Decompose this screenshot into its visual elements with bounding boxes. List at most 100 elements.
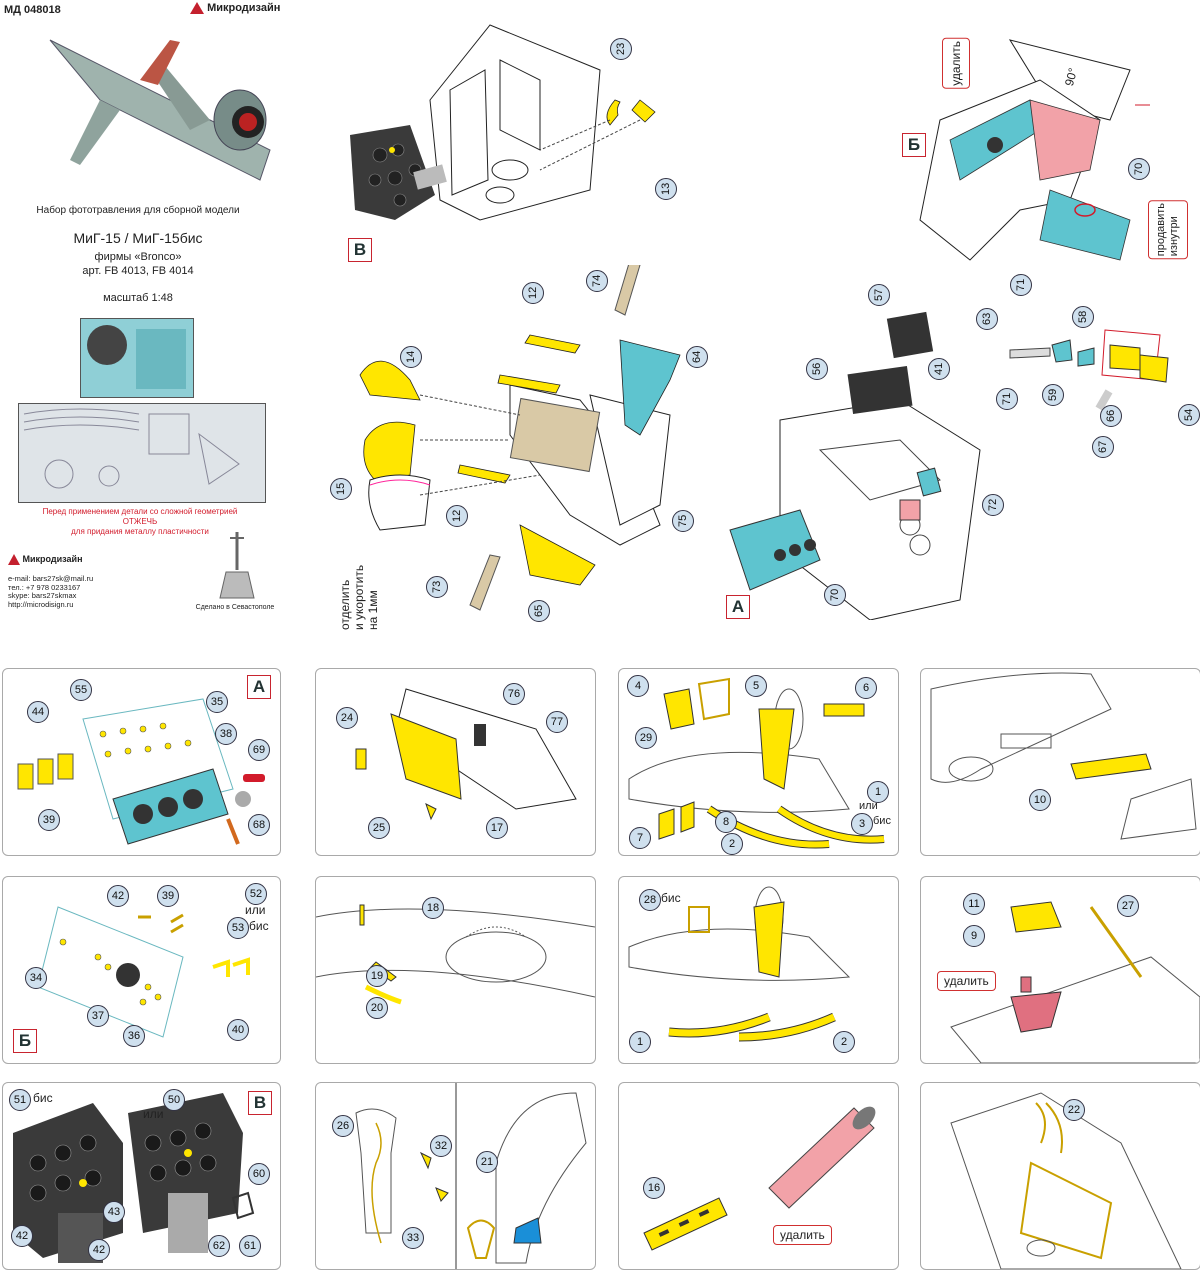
or-label-p3: или bbox=[859, 800, 878, 812]
part-67-badge: 67 bbox=[1092, 436, 1114, 458]
panel-5-instrument-b: 42 39 52 или 53 бис 34 37 36 40 Б bbox=[2, 876, 281, 1064]
part-70-badge-top: 70 bbox=[1128, 158, 1150, 180]
part-27-badge: 27 bbox=[1117, 895, 1139, 917]
part-34-badge: 34 bbox=[25, 967, 47, 989]
remove-note-p11: удалить bbox=[773, 1225, 832, 1245]
part-24-badge: 24 bbox=[336, 707, 358, 729]
part-2-badge-p7: 2 bbox=[833, 1031, 855, 1053]
part-58-badge: 58 bbox=[1072, 306, 1094, 328]
part-42-badge-p9-a: 42 bbox=[11, 1225, 33, 1247]
label-a-panel: А bbox=[247, 675, 271, 699]
part-59-badge: 59 bbox=[1042, 384, 1064, 406]
brand-small-icon bbox=[8, 554, 20, 566]
part-29-badge: 29 bbox=[635, 727, 657, 749]
cockpit-side-assembly bbox=[919, 39, 1150, 261]
panel-1-instrument-a: А 55 35 44 38 69 39 68 bbox=[2, 668, 281, 856]
part-3-badge: 3 bbox=[851, 813, 873, 835]
panel-9-instrument-v: 51 бис 50 или В 60 43 42 42 62 61 bbox=[2, 1082, 281, 1270]
part-69-badge: 69 bbox=[248, 739, 270, 761]
part-4-badge: 4 bbox=[627, 675, 649, 697]
part-19-badge: 19 bbox=[366, 965, 388, 987]
part-12-badge-top: 12 bbox=[522, 282, 544, 304]
cover-articles: арт. FB 4013, FB 4014 bbox=[82, 265, 194, 277]
part-17-badge: 17 bbox=[486, 817, 508, 839]
panel-4-intake: 10 bbox=[920, 668, 1200, 856]
part-75-badge: 75 bbox=[672, 510, 694, 532]
part-28-badge: 28 bbox=[639, 889, 661, 911]
bis-label-p3: бис bbox=[873, 815, 891, 827]
part-39-badge-p5: 39 bbox=[157, 885, 179, 907]
fret-thumbnail-steel bbox=[18, 403, 266, 503]
brand-logo: Микродизайн bbox=[190, 2, 280, 15]
contact-email: e-mail: bars27sk@mail.ru bbox=[8, 574, 94, 583]
cover-subtitle: Набор фототравления для сборной модели bbox=[36, 205, 240, 216]
brand-triangle-icon bbox=[190, 2, 204, 15]
part-72-badge: 72 bbox=[982, 494, 1004, 516]
part-40-badge: 40 bbox=[227, 1019, 249, 1041]
part-26-badge: 26 bbox=[332, 1115, 354, 1137]
cover-maker: фирмы «Bronco» bbox=[94, 251, 182, 263]
part-73-badge: 73 bbox=[426, 576, 448, 598]
part-61-badge: 61 bbox=[239, 1235, 261, 1257]
or-label-p5: или bbox=[245, 903, 266, 917]
part-54-badge: 54 bbox=[1178, 404, 1200, 426]
part-51-badge: 51 bbox=[9, 1089, 31, 1111]
part-66-badge: 66 bbox=[1100, 405, 1122, 427]
part-8-badge: 8 bbox=[715, 811, 737, 833]
label-v-panel: В bbox=[248, 1091, 272, 1115]
label-v-top: В bbox=[348, 238, 372, 262]
cover-scale: масштаб 1:48 bbox=[103, 292, 173, 304]
part-53-badge: 53 bbox=[227, 917, 249, 939]
panel-6-canopy-rail: 18 19 20 bbox=[315, 876, 596, 1064]
bis-label-p5: бис bbox=[249, 919, 269, 933]
remove-note-top: удалить bbox=[942, 38, 970, 89]
panel-7-gear-bis: 28 бис 1 2 bbox=[618, 876, 899, 1064]
panel-8-cockpit-floor: 11 9 27 удалить bbox=[920, 876, 1200, 1064]
part-5-badge: 5 bbox=[745, 675, 767, 697]
made-in: Сделано в Севастополе bbox=[195, 604, 275, 611]
part-21-badge: 21 bbox=[476, 1151, 498, 1173]
part-12-badge-bottom: 12 bbox=[446, 505, 468, 527]
aircraft-illustration bbox=[49, 39, 271, 181]
part-71-badge-top: 71 bbox=[1010, 274, 1032, 296]
part-25-badge: 25 bbox=[368, 817, 390, 839]
part-22-badge: 22 bbox=[1063, 1099, 1085, 1121]
warning-line3: для придания металлу пластичности bbox=[71, 527, 209, 536]
panel-11-gun-barrel: 16 удалить bbox=[618, 1082, 899, 1270]
part-20-badge: 20 bbox=[366, 997, 388, 1019]
part-42-badge-p9-b: 42 bbox=[88, 1239, 110, 1261]
kit-code: МД 048018 bbox=[4, 4, 61, 16]
cockpit-tub-assembly bbox=[729, 311, 981, 620]
warning-line1: Перед применением детали со сложной геом… bbox=[42, 507, 238, 516]
part-52-badge: 52 bbox=[245, 883, 267, 905]
sevastopol-monument-icon bbox=[219, 532, 255, 599]
contact-phone: тел.: +7 978 0233167 bbox=[8, 582, 81, 592]
part-1-badge-p7: 1 bbox=[629, 1031, 651, 1053]
part-11-badge: 11 bbox=[963, 893, 985, 915]
part-36-badge: 36 bbox=[123, 1025, 145, 1047]
panel-2-side-console: 76 24 77 25 17 bbox=[315, 668, 596, 856]
seat-assembly bbox=[359, 265, 681, 611]
part-68-badge: 68 bbox=[248, 814, 270, 836]
part-16-badge: 16 bbox=[643, 1177, 665, 1199]
panel-10-seat-and-tail: 26 32 21 33 bbox=[315, 1082, 596, 1270]
part-60-badge: 60 bbox=[248, 1163, 270, 1185]
contacts: e-mail: bars27sk@mail.ru тел.: +7 978 02… bbox=[8, 574, 94, 609]
bis-label-p9: бис bbox=[33, 1091, 53, 1105]
fret-thumbnail-color bbox=[80, 318, 194, 398]
part-38-badge: 38 bbox=[215, 723, 237, 745]
warning-line2: ОТЖЕЧЬ bbox=[122, 517, 158, 526]
part-64-badge: 64 bbox=[686, 346, 708, 368]
contact-skype: skype: bars27skmax bbox=[8, 591, 77, 600]
part-42-badge-p5: 42 bbox=[107, 885, 129, 907]
part-7-badge: 7 bbox=[629, 827, 651, 849]
brand-small: Микродизайн bbox=[8, 554, 83, 566]
bis-label-p7: бис bbox=[661, 891, 681, 905]
part-74-badge: 74 bbox=[586, 270, 608, 292]
label-b-top: Б bbox=[902, 133, 926, 157]
label-a-top: А bbox=[726, 595, 750, 619]
part-43-badge: 43 bbox=[103, 1201, 125, 1223]
remove-note-p8: удалить bbox=[937, 971, 996, 991]
canopy-parts-assembly bbox=[1009, 329, 1169, 411]
